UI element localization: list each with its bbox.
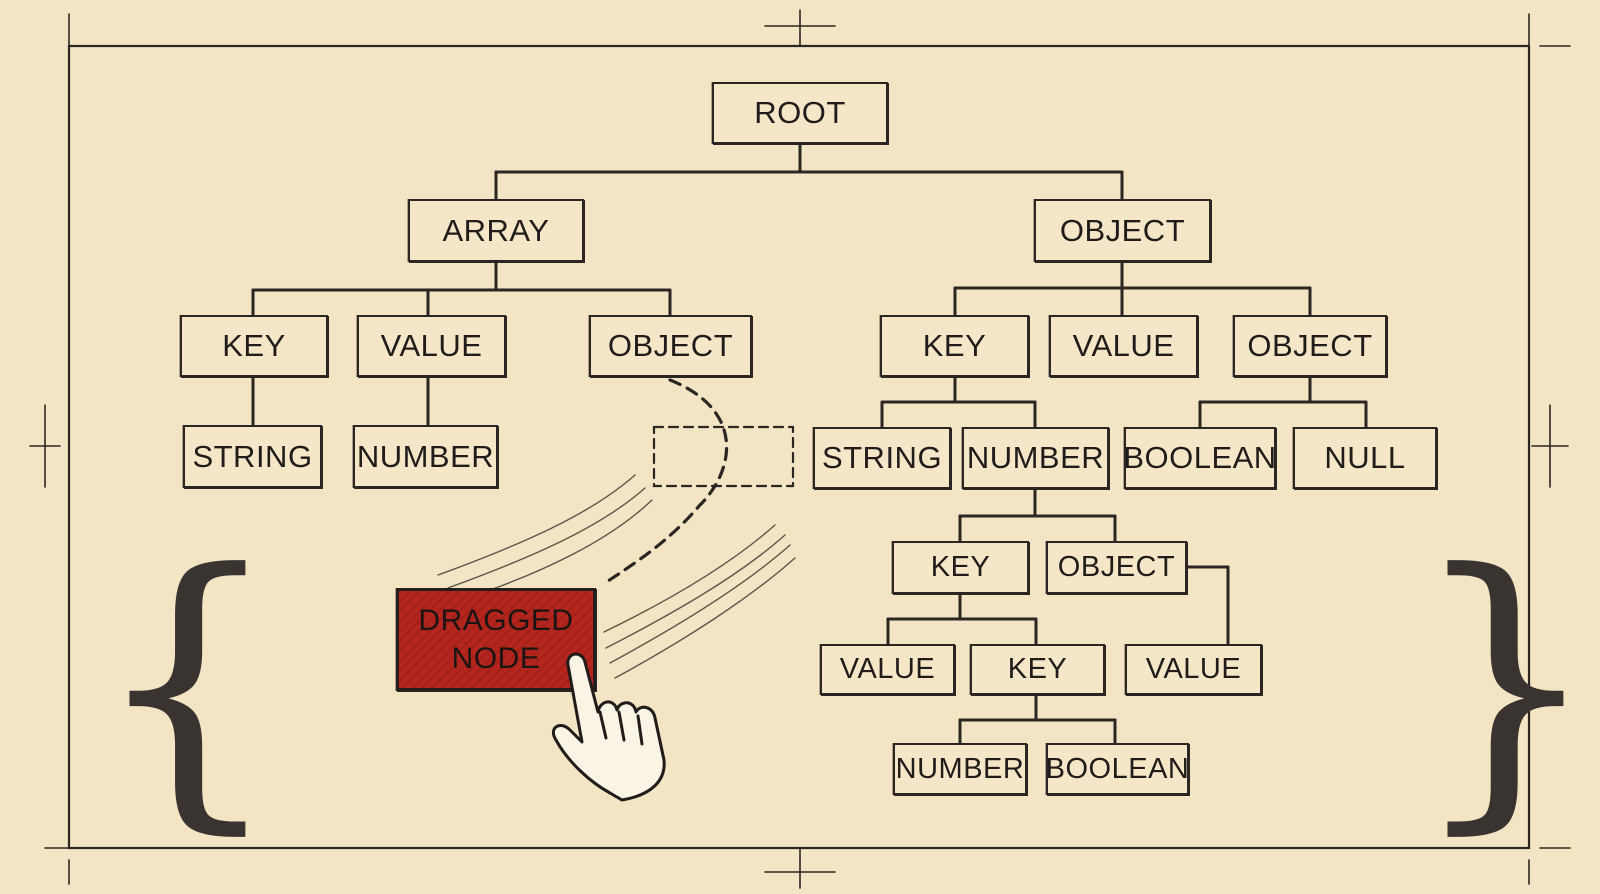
node-num-object[interactable]: OBJECT [1046,541,1187,594]
node-array-key[interactable]: KEY [180,315,328,377]
node-obj-value[interactable]: VALUE [1049,315,1198,377]
right-curly-brace: } [1410,510,1600,859]
node-leaf-number[interactable]: NUMBER [893,743,1027,795]
drag-path [603,378,729,585]
node-object-main[interactable]: OBJECT [1034,199,1211,262]
frame-border [67,44,1531,850]
node-array-object[interactable]: OBJECT [589,315,752,377]
node-object-value[interactable]: VALUE [1125,644,1262,695]
node-obj-string[interactable]: STRING [813,427,951,489]
node-obj-object[interactable]: OBJECT [1233,315,1387,377]
node-root[interactable]: ROOT [712,82,888,144]
dragged-node-line2: NODE [451,641,541,675]
node-obj-boolean[interactable]: BOOLEAN [1123,427,1276,489]
node-array-value[interactable]: VALUE [357,315,506,377]
crop-marks [29,9,1571,889]
node-num-key[interactable]: KEY [892,541,1029,594]
dragged-node[interactable]: DRAGGED NODE [396,588,596,691]
node-obj-key[interactable]: KEY [880,315,1029,377]
node-obj-null[interactable]: NULL [1293,427,1437,489]
tree-connectors [251,142,1368,745]
node-key-key[interactable]: KEY [970,644,1105,695]
node-array[interactable]: ARRAY [408,199,584,262]
node-array-number[interactable]: NUMBER [353,425,498,488]
drop-target-placeholder [652,425,795,488]
left-curly-brace: { [92,510,283,859]
node-array-string[interactable]: STRING [183,425,322,488]
node-leaf-boolean[interactable]: BOOLEAN [1046,743,1189,795]
node-key-value[interactable]: VALUE [820,644,955,695]
node-obj-number[interactable]: NUMBER [962,427,1109,489]
dragged-node-line1: DRAGGED [418,603,574,637]
